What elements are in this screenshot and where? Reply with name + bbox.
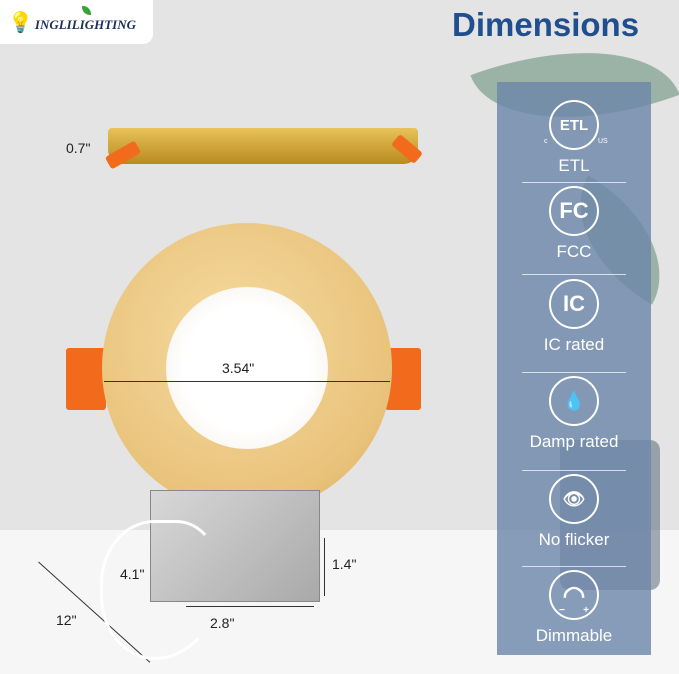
brand-logo: 💡 INGLILIGHTING bbox=[0, 0, 153, 44]
feature-label: Damp rated bbox=[529, 432, 619, 451]
box-height-dimension: 1.4" bbox=[332, 556, 357, 572]
divider bbox=[522, 566, 626, 567]
etl-icon: ETL bbox=[549, 100, 599, 150]
feature-no-flicker: 👁 No flicker bbox=[497, 474, 651, 550]
box-width-dimension: 2.8" bbox=[210, 615, 235, 631]
lightbulb-icon: 💡 bbox=[8, 11, 33, 34]
leaf-icon bbox=[82, 6, 91, 15]
feature-fcc: FC FCC bbox=[497, 186, 651, 262]
diameter-dimension: 3.54" bbox=[222, 360, 255, 376]
etl-us: US bbox=[598, 138, 608, 145]
height-dimension: 0.7" bbox=[66, 140, 91, 156]
ic-icon: IC bbox=[549, 279, 599, 329]
cable-length-dimension: 12" bbox=[56, 612, 77, 628]
feature-label: Dimmable bbox=[535, 626, 613, 645]
divider bbox=[522, 274, 626, 275]
box-height-line bbox=[324, 538, 325, 596]
etl-c: c bbox=[544, 138, 548, 145]
eye-icon: 👁 bbox=[549, 474, 599, 524]
light-side-view bbox=[108, 128, 418, 164]
dimmer-icon: ◠ − + bbox=[549, 570, 599, 620]
lens bbox=[166, 287, 328, 449]
page-title: Dimensions bbox=[452, 6, 640, 43]
clip-left bbox=[66, 348, 106, 410]
feature-label: FCC bbox=[556, 242, 592, 261]
water-drop-icon: 💧 bbox=[549, 376, 599, 426]
box-width-line bbox=[186, 606, 314, 607]
cable bbox=[100, 520, 220, 660]
divider bbox=[522, 470, 626, 471]
feature-ic: IC IC rated bbox=[497, 279, 651, 355]
feature-label: ETL bbox=[558, 156, 590, 175]
feature-dimmable: ◠ − + Dimmable bbox=[497, 570, 651, 646]
features-panel: ETL c US ETL FC FCC IC IC rated 💧 Damp r… bbox=[497, 82, 651, 655]
divider bbox=[522, 182, 626, 183]
feature-etl: ETL c US ETL bbox=[497, 100, 651, 176]
feature-label: No flicker bbox=[538, 530, 610, 549]
diameter-line bbox=[104, 381, 390, 382]
feature-label: IC rated bbox=[543, 335, 605, 354]
divider bbox=[522, 372, 626, 373]
feature-damp: 💧 Damp rated bbox=[497, 376, 651, 452]
fcc-icon: FC bbox=[549, 186, 599, 236]
